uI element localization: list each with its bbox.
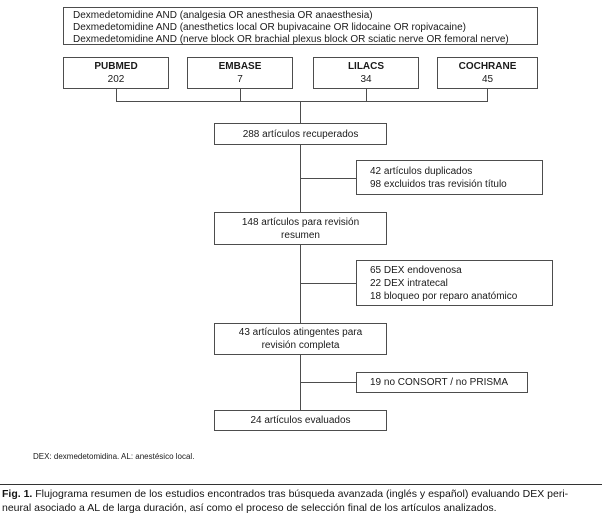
- exclusion-duplicates-line-1: 42 artículos duplicados: [370, 165, 473, 177]
- caption-text-line-1: Flujograma resumen de los estudios encon…: [35, 488, 569, 500]
- connector-abstract-to-fulltext: [300, 245, 301, 323]
- database-name-pubmed: PUBMED: [94, 61, 138, 72]
- flow-box-evaluated: 24 artículos evaluados: [214, 410, 387, 431]
- search-strategy-line-2: Dexmedetomidine AND (anesthetics local O…: [73, 22, 466, 33]
- exclusion-dex-line-1: 65 DEX endovenosa: [370, 264, 462, 276]
- exclusion-box-duplicates: 42 artículos duplicados 98 excluidos tra…: [356, 160, 543, 195]
- exclusion-dex-line-2: 22 DEX intratecal: [370, 277, 448, 289]
- figure-label: Fig. 1.: [2, 488, 33, 500]
- database-count-pubmed: 202: [107, 74, 125, 85]
- exclusion-duplicates-line-2: 98 excluidos tras revisión título: [370, 178, 507, 190]
- connector-branch-dex-excluded: [300, 283, 356, 284]
- database-count-embase: 7: [237, 74, 243, 85]
- database-box-lilacs: LILACS 34: [313, 57, 419, 89]
- flow-box-abstract-review: 148 artículos para revisión resumen: [214, 212, 387, 245]
- flow-box-fulltext-review-line-2: revisión completa: [261, 340, 340, 351]
- database-name-cochrane: COCHRANE: [458, 61, 517, 72]
- database-count-lilacs: 34: [360, 74, 372, 85]
- search-strategy-box: Dexmedetomidine AND (analgesia OR anesth…: [63, 7, 538, 45]
- connector-merge-bar: [116, 101, 488, 102]
- connector-merge-drop: [300, 101, 301, 123]
- exclusion-no-consort-line-1: 19 no CONSORT / no PRISMA: [370, 377, 509, 388]
- caption-separator: [0, 484, 602, 485]
- database-box-pubmed: PUBMED 202: [63, 57, 169, 89]
- connector-embase-drop: [240, 89, 241, 102]
- exclusion-dex-line-3: 18 bloqueo por reparo anatómico: [370, 290, 518, 302]
- flow-box-retrieved-label: 288 artículos recuperados: [242, 128, 359, 140]
- flow-box-fulltext-review: 43 artículos atingentes para revisión co…: [214, 323, 387, 355]
- flow-box-retrieved: 288 artículos recuperados: [214, 123, 387, 145]
- database-name-embase: EMBASE: [218, 61, 262, 72]
- database-name-lilacs: LILACS: [347, 61, 385, 72]
- database-count-cochrane: 45: [481, 74, 494, 85]
- flow-box-evaluated-label: 24 artículos evaluados: [250, 415, 351, 426]
- flow-box-abstract-review-line-1: 148 artículos para revisión: [241, 216, 360, 228]
- connector-branch-duplicates: [300, 178, 356, 179]
- figure-caption: Fig. 1. Flujograma resumen de los estudi…: [2, 488, 602, 515]
- search-strategy-line-1: Dexmedetomidine AND (analgesia OR anesth…: [73, 10, 373, 21]
- search-strategy-line-3: Dexmedetomidine AND (nerve block OR brac…: [73, 34, 509, 45]
- abbreviations-footnote: DEX: dexmedetomidina. AL: anestésico loc…: [33, 452, 195, 461]
- database-box-cochrane: COCHRANE 45: [437, 57, 538, 89]
- database-box-embase: EMBASE 7: [187, 57, 293, 89]
- caption-line-1: Fig. 1. Flujograma resumen de los estudi…: [2, 488, 602, 502]
- connector-lilacs-drop: [366, 89, 367, 102]
- caption-line-2: neural asociado a AL de larga duración, …: [2, 501, 497, 514]
- connector-branch-no-consort: [300, 382, 356, 383]
- flow-box-fulltext-review-line-1: 43 artículos atingentes para: [238, 327, 363, 338]
- exclusion-box-no-consort: 19 no CONSORT / no PRISMA: [356, 372, 528, 393]
- connector-cochrane-drop: [487, 89, 488, 102]
- flow-box-abstract-review-line-2: resumen: [281, 229, 320, 241]
- exclusion-box-dex-routes: 65 DEX endovenosa 22 DEX intratecal 18 b…: [356, 260, 553, 306]
- connector-pubmed-drop: [116, 89, 117, 102]
